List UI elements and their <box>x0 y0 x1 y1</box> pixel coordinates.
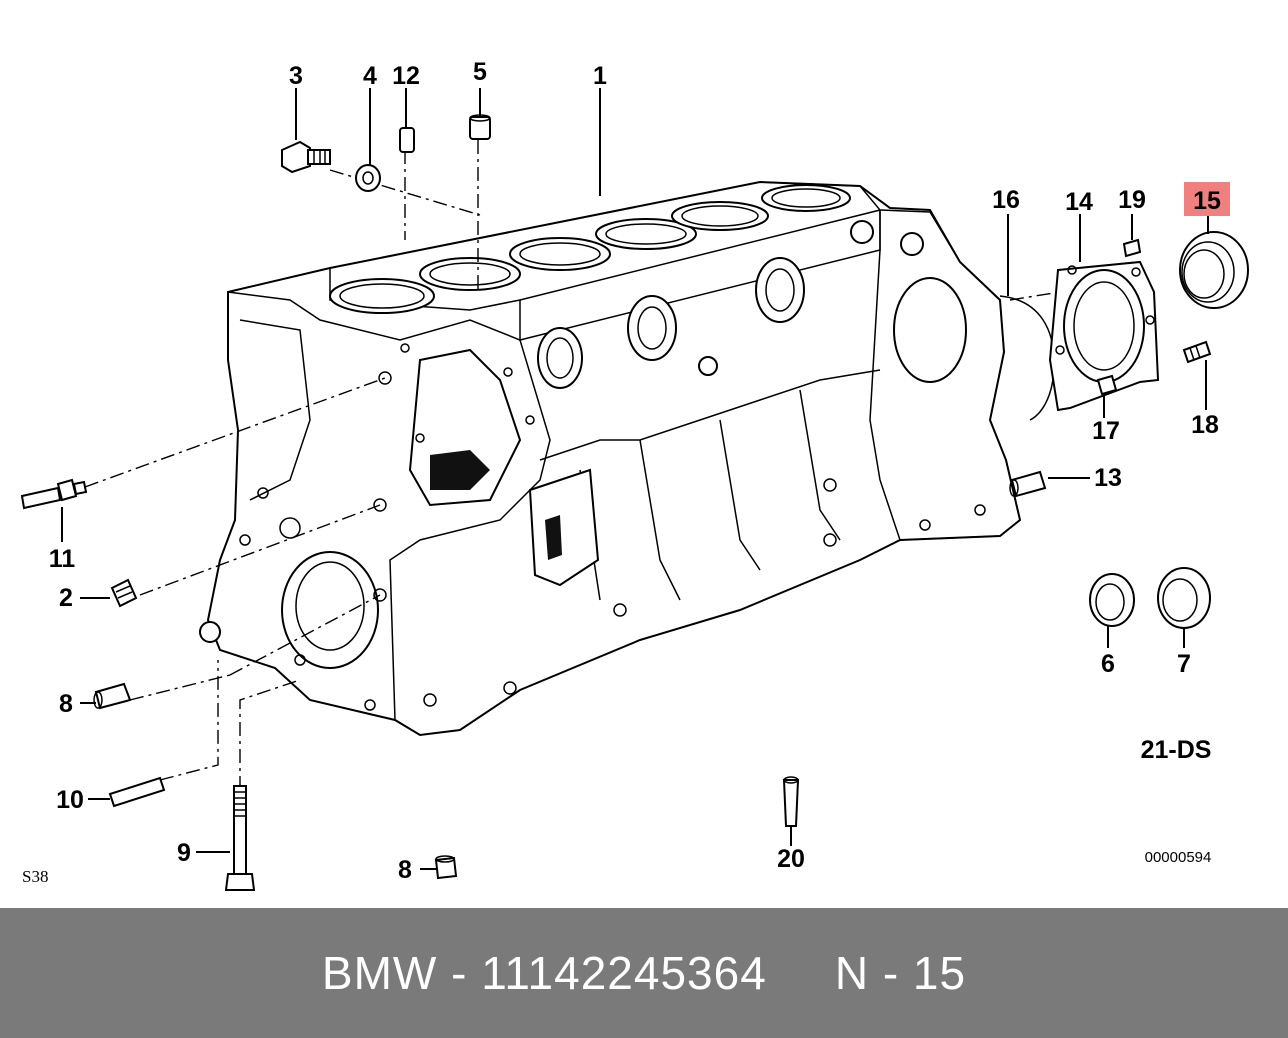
callout-8-bottom: 8 <box>398 856 412 884</box>
pin-part-10 <box>108 776 166 808</box>
callout-19: 19 <box>1118 186 1146 214</box>
callout-8-left: 8 <box>59 690 73 718</box>
model-code: S38 <box>22 867 48 886</box>
part-number-banner: BMW - 11142245364 N - 15 <box>0 908 1288 1038</box>
dowel-part-17 <box>1096 374 1118 396</box>
sleeve-part-5 <box>469 114 491 140</box>
position-label: N - 15 <box>834 947 967 999</box>
callout-18: 18 <box>1191 411 1219 439</box>
sleeve-part-8a <box>93 682 132 710</box>
bearing-part-7 <box>1157 567 1211 629</box>
callout-15: 15 <box>1193 187 1221 215</box>
tube-part-20 <box>782 776 800 827</box>
diagram-number: 00000594 <box>1145 849 1212 866</box>
washer-part-4 <box>355 164 381 192</box>
callout-9: 9 <box>177 839 191 867</box>
bolt-part-3 <box>281 140 331 174</box>
callout-1: 1 <box>593 62 607 90</box>
callout-4: 4 <box>363 62 377 90</box>
callout-10: 10 <box>56 786 84 814</box>
radial-seal-part-15 <box>1179 231 1249 309</box>
seal-carrier-part-14 <box>1048 260 1160 412</box>
bolt-part-9 <box>224 785 256 891</box>
callout-highlight <box>1184 182 1230 216</box>
screw-part-18 <box>1182 340 1212 364</box>
callout-16: 16 <box>992 186 1020 214</box>
callout-12: 12 <box>392 62 420 90</box>
plug-part-2 <box>110 578 138 608</box>
exploded-parts-diagram: 1 3 4 12 5 16 14 19 15 18 17 13 11 2 8 1… <box>20 58 1249 891</box>
gasket-part-16 <box>999 295 1055 421</box>
callout-3: 3 <box>289 62 303 90</box>
bearing-part-6 <box>1089 573 1135 627</box>
brand-part-number: BMW - 11142245364 <box>321 947 767 999</box>
callout-13: 13 <box>1094 464 1122 492</box>
callout-labels: 1 3 4 12 5 16 14 19 15 18 17 13 11 2 8 1… <box>22 58 1230 886</box>
screw-part-19 <box>1122 238 1142 258</box>
sleeve-part-8b <box>434 855 458 880</box>
leader-lines <box>61 88 1209 870</box>
callout-2: 2 <box>59 584 73 612</box>
dowel-part-12 <box>399 127 415 153</box>
callout-11: 11 <box>49 545 76 573</box>
callout-7: 7 <box>1177 650 1191 678</box>
callout-5: 5 <box>473 58 487 86</box>
callout-6: 6 <box>1101 650 1115 678</box>
callout-20: 20 <box>777 845 805 873</box>
assembly-lines <box>84 140 1061 790</box>
sensor-part-11 <box>20 478 88 510</box>
engine-block <box>199 180 1022 737</box>
group-code: 21-DS <box>1141 736 1212 764</box>
callout-14: 14 <box>1065 188 1093 216</box>
sleeve-part-13 <box>1009 470 1047 498</box>
callout-17: 17 <box>1092 417 1120 445</box>
